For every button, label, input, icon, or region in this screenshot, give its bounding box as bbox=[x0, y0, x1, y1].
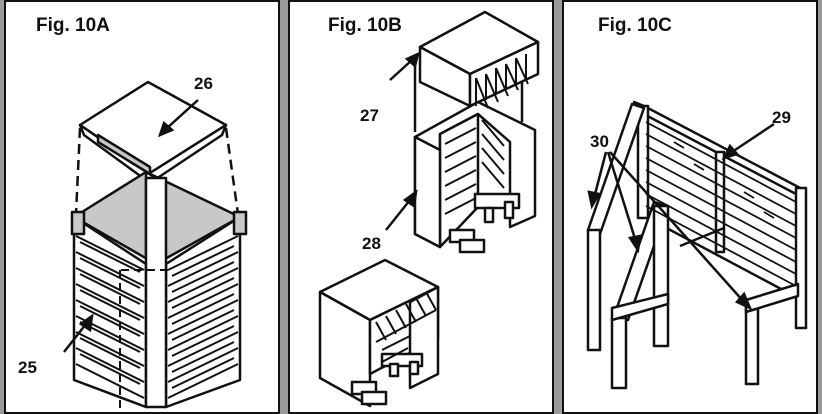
figure-10a-drawing bbox=[63, 80, 248, 410]
figure-10a-panel: Fig. 10A 26 25 bbox=[4, 0, 280, 414]
callout-28: 28 bbox=[362, 234, 381, 253]
figure-10b-drawing bbox=[318, 10, 540, 408]
figure-10c-drawing bbox=[586, 100, 808, 390]
callout-29: 29 bbox=[772, 108, 791, 127]
figure-title: Fig. 10A bbox=[36, 15, 110, 36]
figure-10b-panel: Fig. 10B 27 28 bbox=[288, 0, 554, 414]
callout-26: 26 bbox=[194, 74, 213, 93]
callout-30: 30 bbox=[590, 132, 609, 151]
figure-10c-panel: Fig. 10C 29 30 bbox=[562, 0, 818, 414]
figure-title: Fig. 10C bbox=[598, 15, 672, 36]
callout-25: 25 bbox=[18, 358, 37, 377]
louvers-left bbox=[75, 235, 145, 399]
callout-27: 27 bbox=[360, 106, 379, 125]
louvers-right bbox=[167, 235, 239, 399]
figure-title: Fig. 10B bbox=[328, 15, 402, 36]
